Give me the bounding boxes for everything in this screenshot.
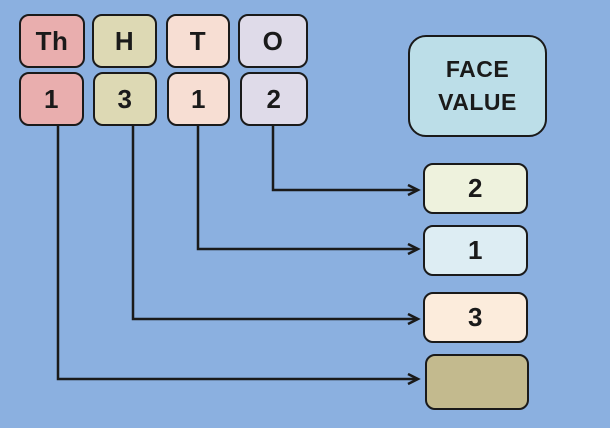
arrow-ones-to-result bbox=[271, 126, 418, 190]
arrow-thousands-to-result bbox=[56, 126, 418, 379]
face-value-header-line1: FACE bbox=[445, 55, 510, 82]
place-label-thousands: Th bbox=[19, 14, 85, 68]
arrow-tens-to-result bbox=[196, 126, 418, 249]
place-label-tens: T bbox=[166, 14, 230, 68]
place-label-ones: O bbox=[238, 14, 308, 68]
face-value-result-hundreds: 3 bbox=[423, 292, 528, 343]
face-value-header: FACE VALUE bbox=[408, 35, 547, 137]
place-label-hundreds: H bbox=[92, 14, 157, 68]
arrow-hundreds-to-result bbox=[131, 126, 418, 319]
face-value-result-ones: 2 bbox=[423, 163, 528, 214]
face-value-result-tens: 1 bbox=[423, 225, 528, 276]
face-value-result-thousands-blank bbox=[425, 354, 529, 410]
digit-ones: 2 bbox=[240, 72, 308, 126]
face-value-header-line2: VALUE bbox=[438, 89, 517, 115]
digit-tens: 1 bbox=[167, 72, 230, 126]
digit-hundreds: 3 bbox=[93, 72, 157, 126]
digit-thousands: 1 bbox=[19, 72, 84, 126]
